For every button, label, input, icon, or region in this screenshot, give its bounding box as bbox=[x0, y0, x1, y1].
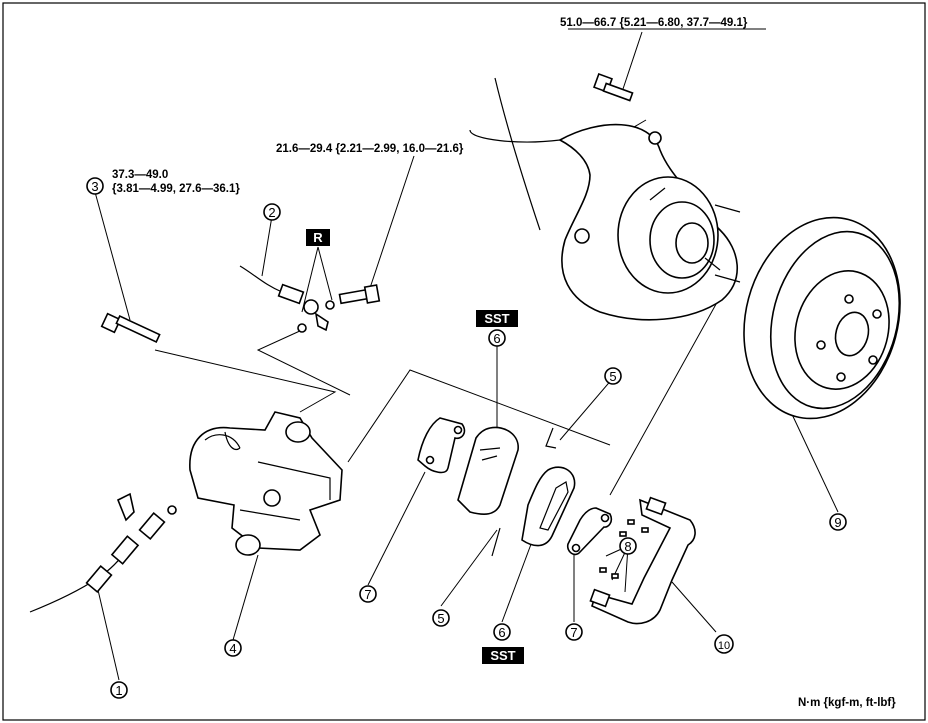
callout-7-left: 7 bbox=[359, 585, 377, 603]
torque-label-caliper-bolt-line1: 37.3—49.0 bbox=[112, 169, 168, 181]
svg-text:6: 6 bbox=[493, 331, 500, 346]
leader-lines bbox=[94, 28, 839, 681]
callout-2: 2 bbox=[263, 203, 281, 221]
caliper-body bbox=[189, 411, 343, 556]
callout-6-upper: 6 bbox=[488, 329, 506, 347]
svg-text:10: 10 bbox=[718, 640, 730, 652]
svg-text:3: 3 bbox=[91, 179, 98, 194]
torque-label-caliper-bolt-line2: {3.81—4.99, 27.6—36.1} bbox=[112, 183, 240, 195]
callout-10: 10 bbox=[714, 634, 734, 654]
callout-7-right: 7 bbox=[565, 623, 583, 641]
svg-text:2: 2 bbox=[268, 205, 275, 220]
svg-text:4: 4 bbox=[229, 641, 236, 656]
brake-hose bbox=[239, 265, 335, 333]
svg-text:SST: SST bbox=[484, 311, 509, 326]
torque-label-hose-bolt: 21.6—29.4 {2.21—2.99, 16.0—21.6} bbox=[276, 143, 464, 155]
svg-text:9: 9 bbox=[834, 515, 841, 530]
svg-text:7: 7 bbox=[364, 587, 371, 602]
svg-text:5: 5 bbox=[437, 611, 444, 626]
replace-tag: R bbox=[306, 229, 330, 246]
svg-text:7: 7 bbox=[570, 625, 577, 640]
svg-text:5: 5 bbox=[609, 369, 616, 384]
callout-8: 8 bbox=[619, 537, 637, 555]
brake-pad-outer bbox=[457, 426, 519, 515]
sst-tag-bottom: SST bbox=[482, 647, 524, 664]
hose-bolt bbox=[338, 284, 381, 305]
callout-1: 1 bbox=[110, 681, 128, 699]
callout-3: 3 bbox=[86, 177, 104, 195]
callout-9: 9 bbox=[829, 513, 847, 531]
callout-5-lower: 5 bbox=[432, 609, 450, 627]
svg-text:SST: SST bbox=[490, 648, 515, 663]
sst-tag-top: SST bbox=[476, 310, 518, 327]
callout-5-upper: 5 bbox=[604, 367, 622, 385]
caliper-bolt bbox=[100, 312, 161, 343]
svg-text:R: R bbox=[313, 230, 323, 245]
mounting-support bbox=[589, 496, 696, 625]
torque-label-hub-bolt: 51.0—66.7 {5.21—6.80, 37.7—49.1} bbox=[560, 17, 748, 29]
guide-plate-lower bbox=[491, 527, 501, 557]
svg-text:8: 8 bbox=[624, 539, 631, 554]
callout-4: 4 bbox=[224, 639, 242, 657]
disc-plate bbox=[743, 216, 901, 420]
units-label: N·m {kgf-m, ft-lbf} bbox=[798, 697, 896, 709]
svg-text:1: 1 bbox=[115, 683, 122, 698]
parking-brake-cable bbox=[29, 492, 177, 613]
brake-pad-inner bbox=[521, 466, 576, 547]
shim-left bbox=[417, 417, 466, 474]
shim-right bbox=[566, 507, 613, 556]
callout-6-lower: 6 bbox=[493, 623, 511, 641]
svg-text:6: 6 bbox=[498, 625, 505, 640]
knuckle-hub-assembly bbox=[469, 73, 741, 321]
guide-plate-upper bbox=[545, 427, 557, 449]
